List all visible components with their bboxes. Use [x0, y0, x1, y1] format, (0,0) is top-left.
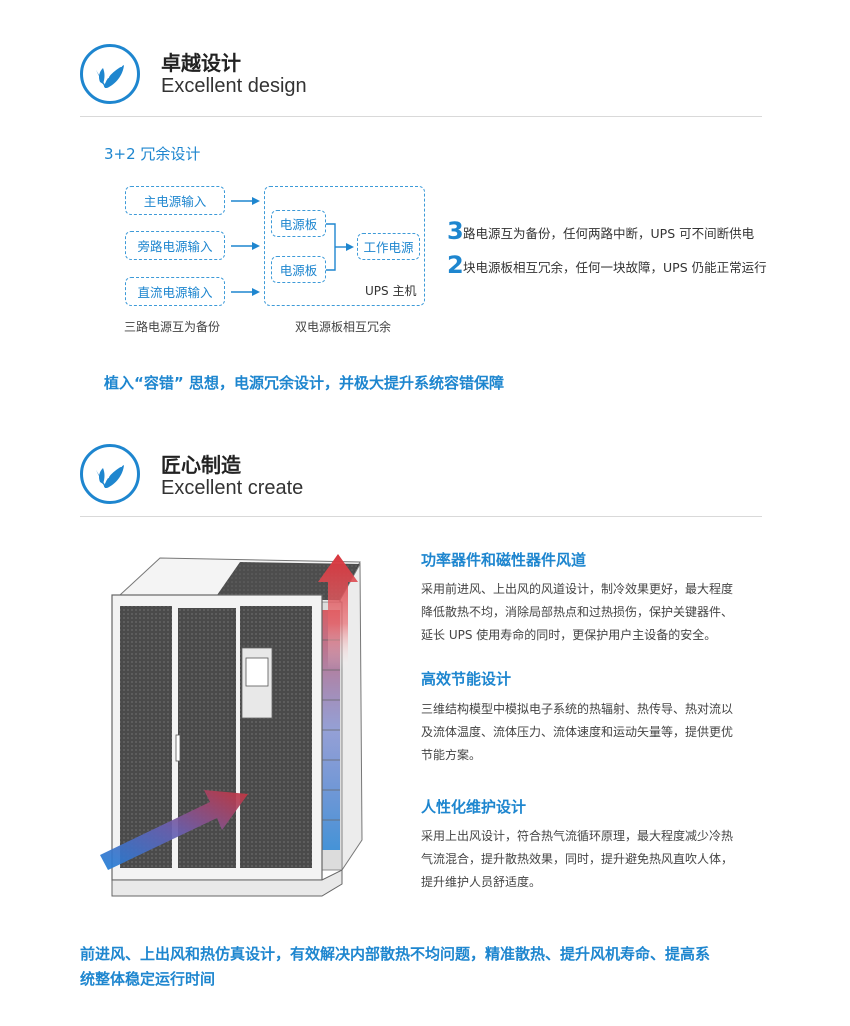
input-bypass-power: 旁路电源输入	[125, 231, 225, 260]
summary-line: 前进风、上出风和热仿真设计，有效解决内部散热不均问题，精准散热、提升风机寿命、提…	[80, 945, 711, 963]
feature-line: 降低散热不均，消除局部热点和过热损伤，保护关键器件、	[421, 605, 734, 619]
feature-title: 人性化维护设计	[421, 798, 527, 816]
section-title-en: Excellent design	[161, 75, 307, 97]
fault-tolerance-statement: 植入“容错” 思想，电源冗余设计，并极大提升系统容错保障	[104, 374, 504, 392]
note-text-2: 块电源板相互冗余，任何一块故障，UPS 仍能正常运行	[463, 260, 767, 275]
input-main-power: 主电源输入	[125, 186, 225, 215]
feature-line: 采用上出风设计，符合热气流循环原理，最大程度减少冷热	[421, 829, 734, 843]
redundancy-title: 3+2 冗余设计	[104, 145, 201, 163]
feature-line: 节能方案。	[421, 748, 482, 762]
feature-title: 高效节能设计	[421, 670, 512, 688]
note-number-2: 2	[447, 251, 464, 279]
feature-line: 采用前进风、上出风的风道设计，制冷效果更好，最大程度	[421, 582, 734, 596]
section-title-cn: 匠心制造	[161, 453, 241, 477]
leaf-v-icon	[80, 44, 140, 104]
leaf-v-icon	[80, 444, 140, 504]
ups-cabinet-illustration	[100, 554, 363, 897]
feature-line: 延长 UPS 使用寿命的同时，更保护用户主设备的安全。	[421, 628, 717, 642]
feature-line: 三维结构模型中模拟电子系统的热辐射、热传导、热对流以	[421, 702, 734, 716]
power-board-1: 电源板	[271, 210, 326, 237]
section-divider	[80, 116, 762, 117]
section-title-cn: 卓越设计	[161, 51, 241, 75]
section-divider	[80, 516, 762, 517]
ups-host-frame	[264, 186, 425, 306]
caption-dual-board: 双电源板相互冗余	[295, 320, 392, 334]
input-dc-power: 直流电源输入	[125, 277, 225, 306]
summary-line: 统整体稳定运行时间	[80, 970, 216, 988]
feature-title: 功率器件和磁性器件风道	[421, 551, 587, 569]
caption-three-backup: 三路电源互为备份	[124, 320, 221, 334]
power-board-2: 电源板	[271, 256, 326, 283]
diagram-arrows	[231, 197, 354, 296]
feature-line: 及流体温度、流体压力、流体速度和运动矢量等，提供更优	[421, 725, 734, 739]
section-title-en: Excellent create	[161, 477, 304, 499]
work-power-box: 工作电源	[357, 233, 420, 260]
feature-line: 提升维护人员舒适度。	[421, 875, 542, 889]
note-number-3: 3	[447, 217, 464, 245]
note-text-3: 路电源互为备份，任何两路中断，UPS 可不间断供电	[463, 226, 755, 241]
feature-line: 气流混合，提升散热效果，同时，提升避免热风直吹人体，	[421, 852, 734, 866]
ups-host-label: UPS 主机	[365, 284, 417, 298]
